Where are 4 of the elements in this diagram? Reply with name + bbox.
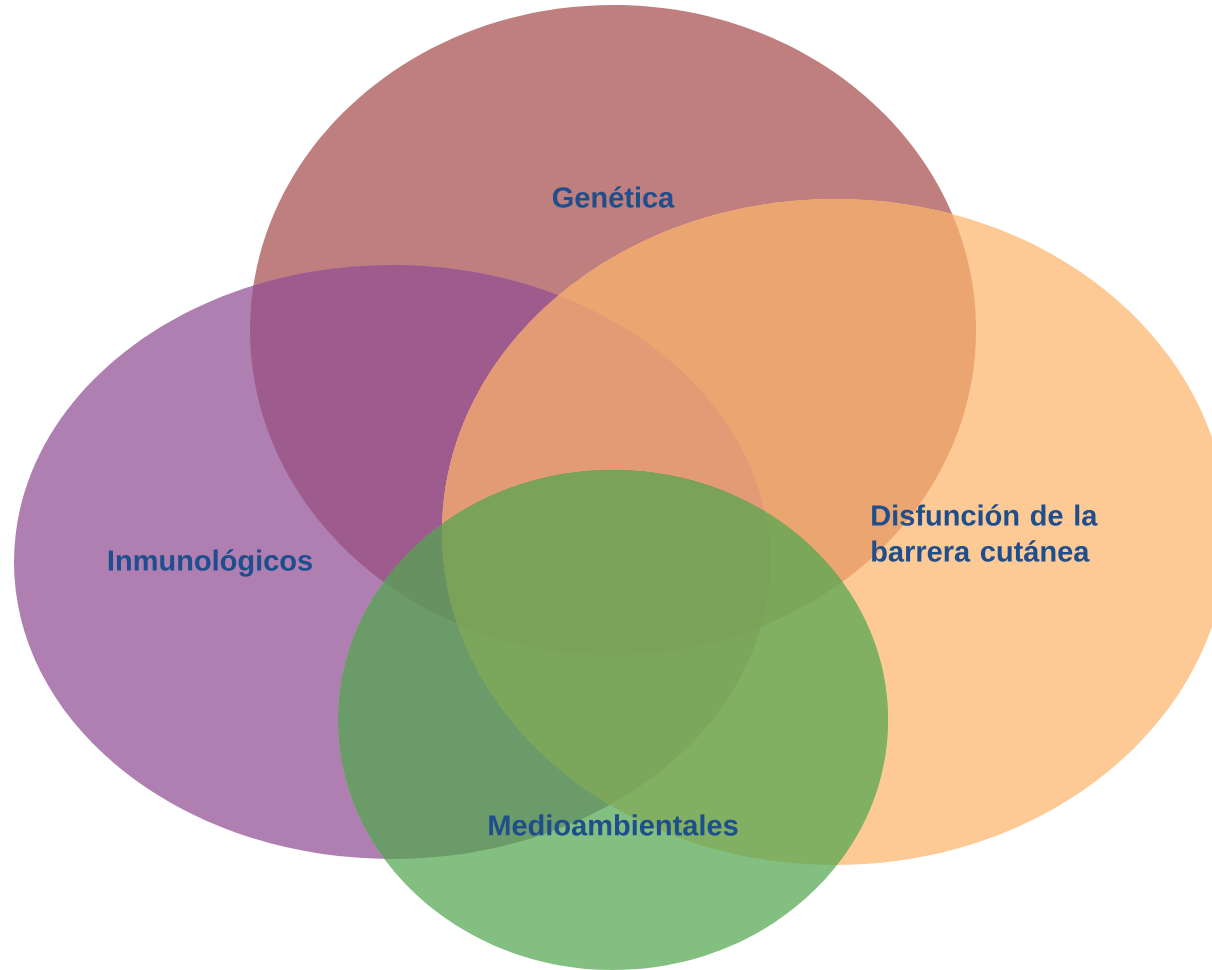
ellipse-label: Medioambientales <box>489 814 738 836</box>
ellipse-label: Inmunológicos <box>108 549 312 577</box>
ellipse-label: Genética <box>552 186 675 208</box>
ellipse-label: Disfunción de la barrera cutánea <box>872 504 1098 562</box>
